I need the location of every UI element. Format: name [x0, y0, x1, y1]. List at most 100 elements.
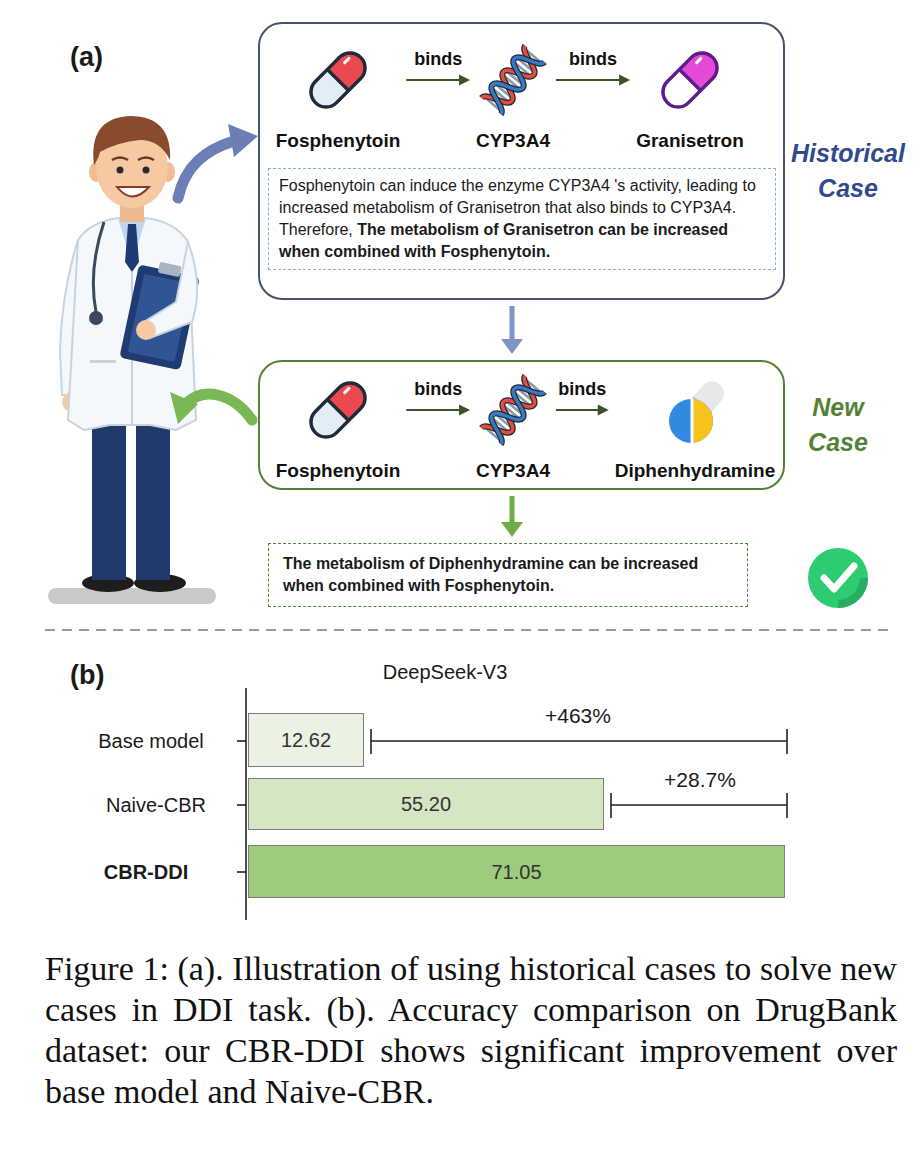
- entity-label: Diphenhydramine: [615, 460, 775, 482]
- arrow-head: [501, 339, 523, 354]
- text-label: CBR-DDI: [53, 860, 239, 884]
- text-label: (b): [70, 660, 150, 690]
- drug-entity: Granisetron: [636, 44, 744, 152]
- entity-icon-part: [690, 399, 693, 443]
- bar-value: 71.05: [491, 860, 541, 884]
- case-heading: New Case: [788, 390, 888, 460]
- entity-icon-part: [477, 44, 549, 116]
- entity-icon-part: [305, 377, 371, 443]
- edge-label: binds: [537, 378, 627, 400]
- bracket-end: [610, 793, 612, 818]
- arrow-head: [598, 405, 609, 416]
- entity-label: CYP3A4: [476, 460, 550, 482]
- connector-line: [556, 409, 599, 411]
- floor-base: [48, 588, 216, 604]
- entity-label: Granisetron: [636, 130, 744, 152]
- drug-entity: CYP3A4: [476, 374, 550, 482]
- connector: [501, 496, 523, 537]
- bar: 12.62: [248, 713, 364, 767]
- connector-line: [406, 409, 460, 411]
- connector: [556, 405, 609, 416]
- smile: [117, 187, 149, 197]
- bar: 55.20: [248, 778, 604, 830]
- clipboard-clip: [158, 262, 182, 277]
- bracket-end: [786, 729, 788, 754]
- bar-value: 55.20: [401, 792, 451, 816]
- check-tick: [824, 566, 854, 589]
- entity-icon-part: [481, 46, 544, 114]
- stethoscope: [93, 222, 104, 312]
- edge-label: binds: [393, 378, 483, 400]
- check-circle: [808, 548, 868, 608]
- edge-label: binds: [393, 48, 483, 70]
- entity-icon: [653, 374, 737, 446]
- figure-caption: Figure 1: (a). Illustration of using his…: [45, 948, 897, 1112]
- drug-entity: Fosphenytoin: [276, 44, 401, 152]
- arrow-head: [170, 392, 198, 424]
- coat-pocket: [90, 360, 116, 363]
- entity-icon-part: [654, 44, 726, 116]
- bracket-line: [371, 740, 787, 742]
- entity-icon-part: [693, 399, 713, 443]
- arrow-head: [619, 75, 630, 86]
- doctor-figure: [48, 116, 216, 604]
- entity-icon-part: [327, 399, 348, 420]
- text-box: Fosphenytoin can induce the enzyme CYP3A…: [268, 168, 776, 270]
- entity-icon: [302, 374, 374, 446]
- entity-icon-part: [305, 47, 371, 113]
- entity-icon: [477, 44, 549, 116]
- case-panel: Historical CaseFosphenytoinCYP3A4Granise…: [258, 22, 785, 300]
- case-panel: New CaseFosphenytoinCYP3A4Diphenhydramin…: [258, 360, 785, 490]
- axis-tick: [237, 740, 246, 742]
- entity-icon-part: [669, 399, 713, 443]
- axis-tick: [237, 804, 246, 806]
- drug-entity: Fosphenytoin: [276, 374, 401, 482]
- y-axis: [245, 688, 247, 920]
- chart-axis: [237, 688, 246, 920]
- arrow-shaft: [178, 141, 234, 198]
- entity-icon-part: [481, 376, 544, 444]
- entity-label: CYP3A4: [476, 130, 550, 152]
- entity-icon-part: [697, 58, 701, 62]
- entity-icon-part: [657, 47, 723, 113]
- bar-value: 12.62: [281, 728, 331, 752]
- text-label: (a): [70, 42, 150, 72]
- entity-icon-part: [481, 376, 544, 444]
- entity-icon-part: [679, 69, 700, 90]
- entity-icon-part: [657, 47, 723, 113]
- text-run: The metabolism of Diphenhydramine can be…: [283, 555, 698, 594]
- connector-line: [406, 79, 460, 81]
- entity-icon-part: [481, 376, 544, 444]
- axis-tick: [237, 871, 246, 873]
- entity-icon-part: [481, 46, 544, 114]
- arrow-head: [501, 522, 523, 537]
- check-mark: [808, 548, 868, 608]
- entity-icon-part: [481, 376, 544, 444]
- entity-label: Fosphenytoin: [276, 460, 401, 482]
- entity-icon-part: [327, 69, 348, 90]
- eye: [143, 167, 150, 174]
- arrow-head: [459, 405, 470, 416]
- entity-icon-part: [477, 374, 549, 446]
- bracket-end: [370, 729, 372, 754]
- entity-icon-part: [481, 46, 544, 114]
- entity-icon-part: [305, 377, 371, 443]
- connector-line: [556, 79, 620, 81]
- entity-icon-part: [305, 47, 371, 113]
- entity-icon: [477, 374, 549, 446]
- connector-line: [510, 306, 515, 340]
- connector: [501, 306, 523, 354]
- connector-line: [510, 496, 515, 523]
- entity-icon-part: [481, 46, 544, 114]
- entity-icon: [654, 44, 726, 116]
- entity-icon: [302, 44, 374, 116]
- entity-icon-part: [302, 44, 374, 116]
- connector: [406, 405, 470, 416]
- stethoscope: [89, 311, 103, 325]
- bar: 71.05: [248, 845, 785, 898]
- edge-label: binds: [548, 48, 638, 70]
- entity-icon-part: [302, 374, 374, 446]
- text-label: DeepSeek-V3: [345, 660, 545, 684]
